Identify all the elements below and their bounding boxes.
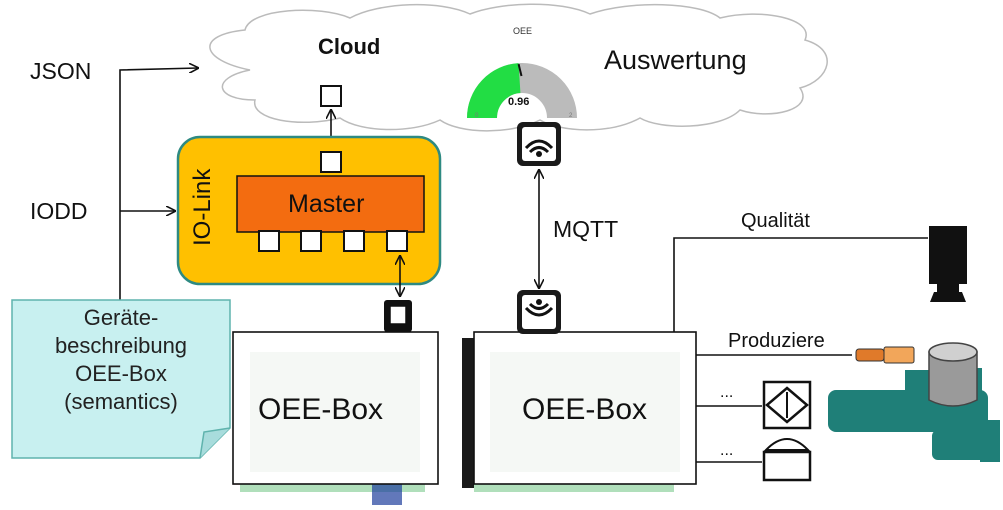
- oee-box-right: [462, 331, 697, 492]
- gauge-title: OEE: [513, 26, 533, 36]
- mqtt-label: MQTT: [553, 216, 619, 242]
- master-top-port: [320, 151, 342, 173]
- master-block: [236, 175, 425, 233]
- master-port-1: [258, 230, 280, 252]
- inductive-sensor-icon: [762, 380, 812, 430]
- gauge-max-label: 2: [569, 113, 573, 119]
- note-line-4: (semantics): [64, 389, 178, 414]
- box-wifi-icon: [517, 290, 561, 334]
- json-label: JSON: [30, 58, 92, 84]
- oee-box-right-label: OEE-Box: [522, 393, 648, 426]
- note-line-2: beschreibung: [54, 333, 188, 358]
- evaluation-label: Auswertung: [604, 45, 747, 75]
- iodd-label: IODD: [30, 198, 88, 224]
- input-bracket: [119, 68, 198, 300]
- note-line-3: OEE-Box: [75, 361, 167, 386]
- master-port-3: [343, 230, 365, 252]
- ellipsis-2: ...: [720, 442, 734, 459]
- iolink-label: IO-Link: [189, 168, 216, 246]
- note-text: Geräte- beschreibung OEE-Box (semantics): [12, 300, 230, 458]
- master-port-4: [386, 230, 408, 252]
- proximity-sensor-icon: [855, 346, 915, 364]
- camera-sensor-icon: [929, 226, 967, 302]
- cloud-wifi-icon: [517, 122, 561, 166]
- cloud-connector: [320, 85, 342, 107]
- machine-icon: [828, 342, 1000, 462]
- gauge-value: 0.96: [508, 96, 530, 108]
- gauge-min-label: 0: [475, 113, 479, 119]
- quality-line: [673, 237, 928, 332]
- cloud-title: Cloud: [318, 34, 381, 59]
- gauge-needle: [517, 63, 523, 77]
- produce-label: Produziere: [728, 330, 825, 352]
- gauge-fill: [467, 63, 522, 119]
- note-line-1: Geräte-: [83, 305, 159, 330]
- device-description-note: [11, 299, 231, 459]
- pushbutton-icon: [762, 438, 812, 482]
- quality-label: Qualität: [741, 210, 810, 232]
- oee-box-left-label: OEE-Box: [258, 393, 384, 426]
- oee-box-left: [232, 300, 439, 505]
- oee-gauge: [467, 63, 577, 119]
- master-port-2: [300, 230, 322, 252]
- ellipsis-1: ...: [720, 384, 734, 401]
- master-label: Master: [288, 190, 365, 218]
